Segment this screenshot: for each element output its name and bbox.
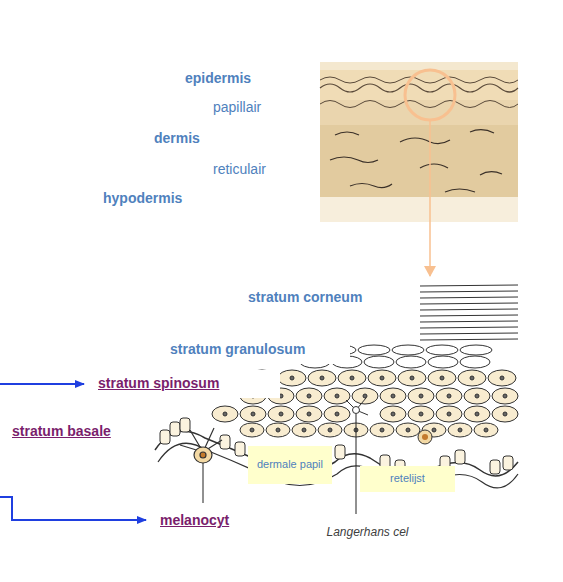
label-text: stratum spinosum xyxy=(98,375,219,393)
stratum-label: stratum corneum xyxy=(238,283,410,313)
stratum-label: stratum basale xyxy=(0,418,150,446)
label-text: dermis xyxy=(154,130,200,148)
label-text: retelijst xyxy=(390,472,425,486)
structure-label: dermale papil xyxy=(248,446,332,484)
cell-label: melanocyt xyxy=(150,507,255,535)
label-text: melanocyt xyxy=(160,512,229,530)
stratum-label: stratum granulosum xyxy=(160,336,350,364)
label-text: hypodermis xyxy=(103,190,182,208)
label-text: stratum corneum xyxy=(248,289,362,307)
cell-label: Langerhans cel xyxy=(290,518,445,547)
label-text: reticulair xyxy=(213,161,266,179)
label-text: epidermis xyxy=(185,70,251,88)
label-text: papillair xyxy=(213,99,261,117)
label-text: dermale papil xyxy=(257,458,323,472)
layer-label-box: epidermis papillair dermis reticulair hypode… xyxy=(90,62,316,244)
stratum-label: stratum spinosum xyxy=(88,370,280,398)
label-text: Langerhans cel xyxy=(326,525,408,540)
label-text: stratum granulosum xyxy=(170,341,305,359)
label-text: stratum basale xyxy=(12,423,111,441)
structure-label: retelijst xyxy=(360,466,455,492)
